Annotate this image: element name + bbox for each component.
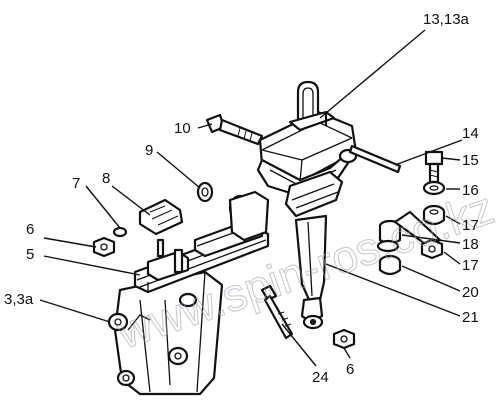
callout-5: 5 <box>26 246 34 263</box>
callout-10: 10 <box>174 120 191 137</box>
nut-6-lower <box>332 328 356 350</box>
callout-6-lower: 6 <box>346 361 354 378</box>
callout-24: 24 <box>312 369 329 386</box>
nut-17-lower <box>420 238 444 260</box>
callout-20: 20 <box>462 284 479 301</box>
nut-6-upper <box>92 236 116 258</box>
spring-bracket <box>107 270 224 396</box>
callout-17-lower: 17 <box>462 257 479 274</box>
shock-absorber <box>284 170 344 330</box>
washer-7 <box>112 226 128 238</box>
nut-17-upper <box>422 204 446 226</box>
callout-17-upper: 17 <box>462 217 479 234</box>
callout-labels: 13,13а 10 14 9 15 7 8 16 17 6 18 5 17 3,… <box>4 11 479 386</box>
bolt-10 <box>205 113 264 146</box>
leader-lines <box>39 29 463 367</box>
callout-6-upper: 6 <box>26 221 34 238</box>
washer-16 <box>422 180 446 196</box>
callout-7: 7 <box>72 175 80 192</box>
bolt-15 <box>424 150 444 184</box>
callout-21: 21 <box>462 309 479 326</box>
callout-3-3a: 3,3а <box>4 291 34 308</box>
callout-14: 14 <box>462 125 479 142</box>
callout-9: 9 <box>145 142 153 159</box>
callout-8: 8 <box>102 170 110 187</box>
upper-bracket <box>256 80 358 198</box>
callout-16: 16 <box>462 182 479 199</box>
spring-eye-bushing <box>196 181 270 242</box>
callout-18: 18 <box>462 236 479 253</box>
bushing-18 <box>376 210 442 253</box>
pin-14 <box>348 144 402 174</box>
callout-13-13a: 13,13а <box>423 11 470 28</box>
callout-15: 15 <box>462 152 479 169</box>
washer-20 <box>378 254 402 276</box>
